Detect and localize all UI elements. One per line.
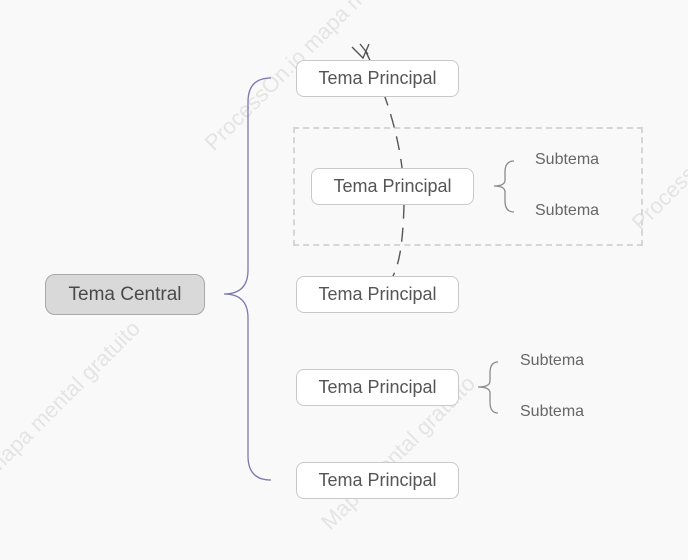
main-topic-4[interactable]: Tema Principal: [296, 369, 459, 406]
main-topic-1[interactable]: Tema Principal: [296, 60, 459, 97]
subtopic-bracket: [477, 361, 499, 414]
subtopic[interactable]: Subtema: [520, 352, 585, 369]
main-bracket: [223, 77, 272, 481]
subtopic[interactable]: Subtema: [520, 403, 585, 420]
relationship-arrow-icon: [359, 43, 369, 55]
subtopic-bracket: [493, 160, 515, 213]
main-topic-5[interactable]: Tema Principal: [296, 462, 459, 499]
subtopic[interactable]: Subtema: [535, 202, 600, 219]
central-topic[interactable]: Tema Central: [45, 274, 205, 315]
subtopic[interactable]: Subtema: [535, 151, 600, 168]
main-topic-3[interactable]: Tema Principal: [296, 276, 459, 313]
main-topic-2[interactable]: Tema Principal: [311, 168, 474, 205]
boundary-frame[interactable]: [293, 127, 643, 246]
relationship-arrow-icon: [351, 43, 370, 60]
